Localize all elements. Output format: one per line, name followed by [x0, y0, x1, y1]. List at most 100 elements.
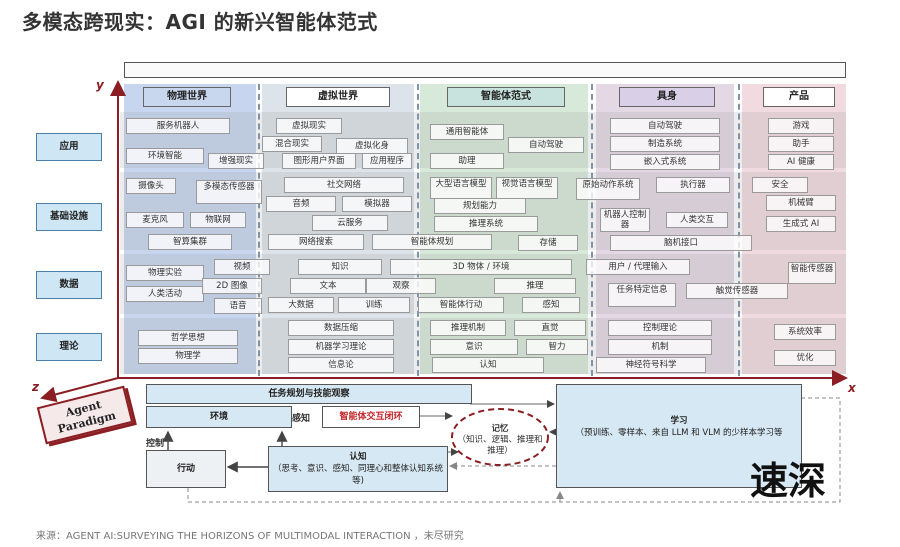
column-divider — [258, 84, 260, 376]
cell-mixed-reality: 混合现实 — [262, 136, 322, 152]
cell-2d-image: 2D 图像 — [202, 278, 262, 294]
cell-big-data: 大数据 — [268, 297, 334, 313]
cell-3d-object-env: 3D 物体 / 环境 — [390, 259, 572, 275]
cell-audio: 音频 — [266, 196, 336, 212]
cell-agent-planning: 智能体规划 — [372, 234, 492, 250]
source-note: 来源：AGENT AI:SURVEYING THE HORIZONS OF MU… — [36, 531, 464, 542]
column-header-agent: 智能体范式 — [447, 87, 565, 107]
cognition-detail: （思考、意识、感知、同理心和整体认知系统等) — [272, 464, 443, 486]
cell-mechanism: 机制 — [608, 339, 712, 355]
cell-applications: 应用程序 — [362, 153, 412, 169]
cell-cognition: 认知 — [432, 357, 544, 373]
row-label-data: 数据 — [36, 271, 102, 299]
cell-virtual-reality: 虚拟现实 — [276, 118, 342, 134]
column-header-product: 产品 — [763, 87, 835, 107]
cell-reasoning-system: 推理系统 — [434, 216, 538, 232]
task-planning-box: 任务规划与技能观察 — [146, 384, 472, 404]
column-divider — [738, 84, 740, 376]
cell-inference: 推理 — [494, 278, 576, 294]
cell-assistant: 助理 — [430, 153, 504, 169]
top-bar — [124, 62, 846, 78]
cell-simulator: 模拟器 — [342, 196, 412, 212]
cell-primitive-action-system: 原始动作系统 — [576, 178, 640, 200]
cell-microphone: 麦克风 — [126, 212, 184, 228]
x-axis-label: x — [848, 381, 856, 395]
cell-robot-arm: 机械臂 — [766, 195, 836, 211]
cell-multimodal-sensor: 多模态传感器 — [196, 180, 262, 204]
cell-video: 视频 — [214, 259, 270, 275]
cell-security: 安全 — [752, 177, 808, 193]
environment-label: 环境 — [209, 412, 228, 422]
cell-text: 文本 — [290, 278, 366, 294]
cell-intelligence: 智力 — [526, 339, 588, 355]
cell-actuator: 执行器 — [656, 177, 730, 193]
cell-reasoning-mechanism: 推理机制 — [430, 320, 506, 336]
interactive-loop-box: 智能体交互闭环 — [322, 406, 420, 428]
learning-box: 学习 （预训练、零样本、来自 LLM 和 VLM 的少样本学习等 — [556, 384, 802, 488]
perception-label: 感知 — [292, 414, 311, 424]
feedback-loop-line — [187, 397, 841, 503]
memory-detail: （知识、逻辑、推理和推理） — [457, 435, 543, 456]
action-box: 行动 — [146, 450, 226, 488]
row-label-theory: 理论 — [36, 333, 102, 361]
interactive-loop-label: 智能体交互闭环 — [339, 412, 403, 422]
cell-iot: 物联网 — [190, 212, 246, 228]
column-header-physical: 物理世界 — [143, 87, 231, 107]
cell-information-theory: 信息论 — [288, 357, 394, 373]
cell-web-search: 网络搜索 — [268, 234, 364, 250]
cell-training: 训练 — [338, 297, 410, 313]
cell-autonomous-driving: 自动驾驶 — [508, 137, 584, 153]
cell-service-robot: 服务机器人 — [126, 118, 230, 134]
control-label: 控制 — [146, 439, 165, 449]
learning-title: 学习 — [670, 416, 688, 426]
cell-physics: 物理学 — [138, 348, 238, 364]
cell-optimization: 优化 — [774, 350, 836, 366]
cell-intuition: 直觉 — [514, 320, 586, 336]
cell-gui: 图形用户界面 — [282, 153, 356, 169]
column-header-embodied: 具身 — [619, 87, 715, 107]
memory-title: 记忆 — [491, 424, 509, 434]
cell-ai-health: AI 健康 — [768, 154, 834, 170]
cognition-title: 认知 — [349, 452, 367, 462]
cell-social-network: 社交网络 — [284, 177, 404, 193]
cell-helper: 助手 — [768, 136, 834, 152]
cell-speech: 语音 — [214, 298, 262, 314]
cell-autonomous-driving-2: 自动驾驶 — [610, 118, 720, 134]
z-axis-label: z — [32, 380, 39, 394]
cell-observation: 观察 — [366, 278, 436, 294]
cell-task-specific-info: 任务特定信息 — [608, 283, 676, 307]
cell-robot-controller: 机器人控制器 — [600, 208, 650, 232]
cell-vlm: 视觉语言模型 — [496, 177, 558, 199]
cell-augmented-reality: 增强现实 — [208, 153, 264, 169]
cognition-box: 认知 （思考、意识、感知、同理心和整体认知系统等) — [268, 446, 448, 492]
memory-ellipse — [451, 408, 549, 466]
cell-planning-ability: 规划能力 — [434, 198, 526, 214]
cell-knowledge: 知识 — [298, 259, 382, 275]
column-divider — [591, 84, 593, 376]
y-axis-label: y — [96, 78, 104, 92]
cell-smart-sensor: 智能传感器 — [788, 262, 836, 284]
cell-general-agent: 通用智能体 — [430, 124, 504, 140]
environment-box: 环境 — [146, 406, 292, 428]
cell-brain-computer-interface: 脑机接口 — [610, 235, 752, 251]
page-title: 多模态跨现实：AGI 的新兴智能体范式 — [22, 10, 378, 34]
z-axis — [40, 377, 119, 403]
cell-neurosymbolic: 神经符号科学 — [596, 357, 706, 373]
cell-agent-action: 智能体行动 — [418, 297, 504, 313]
cell-manufacturing: 制造系统 — [610, 136, 720, 152]
cell-camera: 摄像头 — [126, 178, 176, 194]
cell-ml-theory: 机器学习理论 — [288, 339, 394, 355]
action-label: 行动 — [176, 464, 195, 474]
cell-data-compression: 数据压缩 — [288, 320, 394, 336]
cell-tactile-sensor: 触觉传感器 — [686, 283, 788, 299]
column-divider — [417, 84, 419, 376]
cell-compute-cluster: 智算集群 — [148, 234, 232, 250]
cell-control-theory: 控制理论 — [608, 320, 712, 336]
cell-embedded-systems: 嵌入式系统 — [610, 154, 720, 170]
cell-system-efficiency: 系统效率 — [774, 324, 836, 340]
cell-physics-experiment: 物理实验 — [126, 265, 204, 281]
cell-ambient-intelligence: 环境智能 — [126, 148, 204, 164]
cell-storage: 存储 — [518, 235, 578, 251]
row-label-infra: 基础设施 — [36, 203, 102, 231]
cell-human-activity: 人类活动 — [126, 286, 204, 302]
